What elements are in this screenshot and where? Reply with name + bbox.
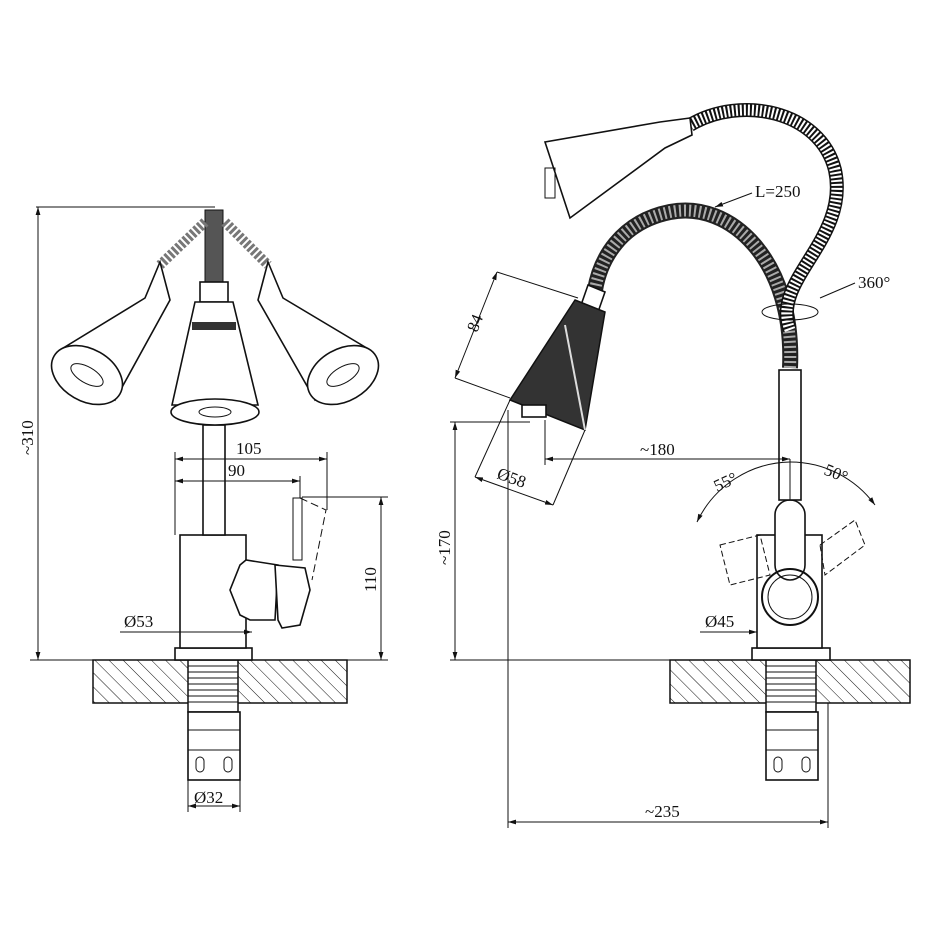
dim-depth-235: ~235 [645,802,680,821]
spray-head-left [50,218,209,406]
spray-head-raised [543,117,693,220]
dim-angle-50: 50° [822,460,851,487]
hose-connector [187,711,241,781]
dim-height-310: ~310 [18,420,37,455]
spray-head-right [221,218,380,406]
spout-pipe [202,424,226,536]
dim-angle-55: 55° [711,468,741,495]
front-view: ~310 105 90 110 Ø53 Ø32 [18,206,388,812]
dim-head-84: 84 [463,311,487,334]
dim-hose-length: L=250 [755,182,800,201]
dim-base-53: Ø53 [124,612,153,631]
dim-height-170: ~170 [435,530,454,565]
dim-lever-110: 110 [361,567,380,592]
dim-thread-32: Ø32 [194,788,223,807]
thread-shank [187,659,239,713]
dim-head-58: Ø58 [495,464,529,492]
dim-base-45: Ø45 [705,612,734,631]
flexible-hose [587,202,799,369]
side-view: 360° L=250 84 Ø58 ~170 ~180 55° 50° Ø45 … [435,103,911,828]
spray-head-center [171,301,260,406]
dim-width-105: 105 [236,439,262,458]
lever-cap [761,568,819,626]
dim-rotation-360: 360° [858,273,890,292]
dim-reach-180: ~180 [640,440,675,459]
dim-width-90: 90 [228,461,245,480]
base-ring [174,647,253,661]
flexible-hose-raised [686,103,844,333]
